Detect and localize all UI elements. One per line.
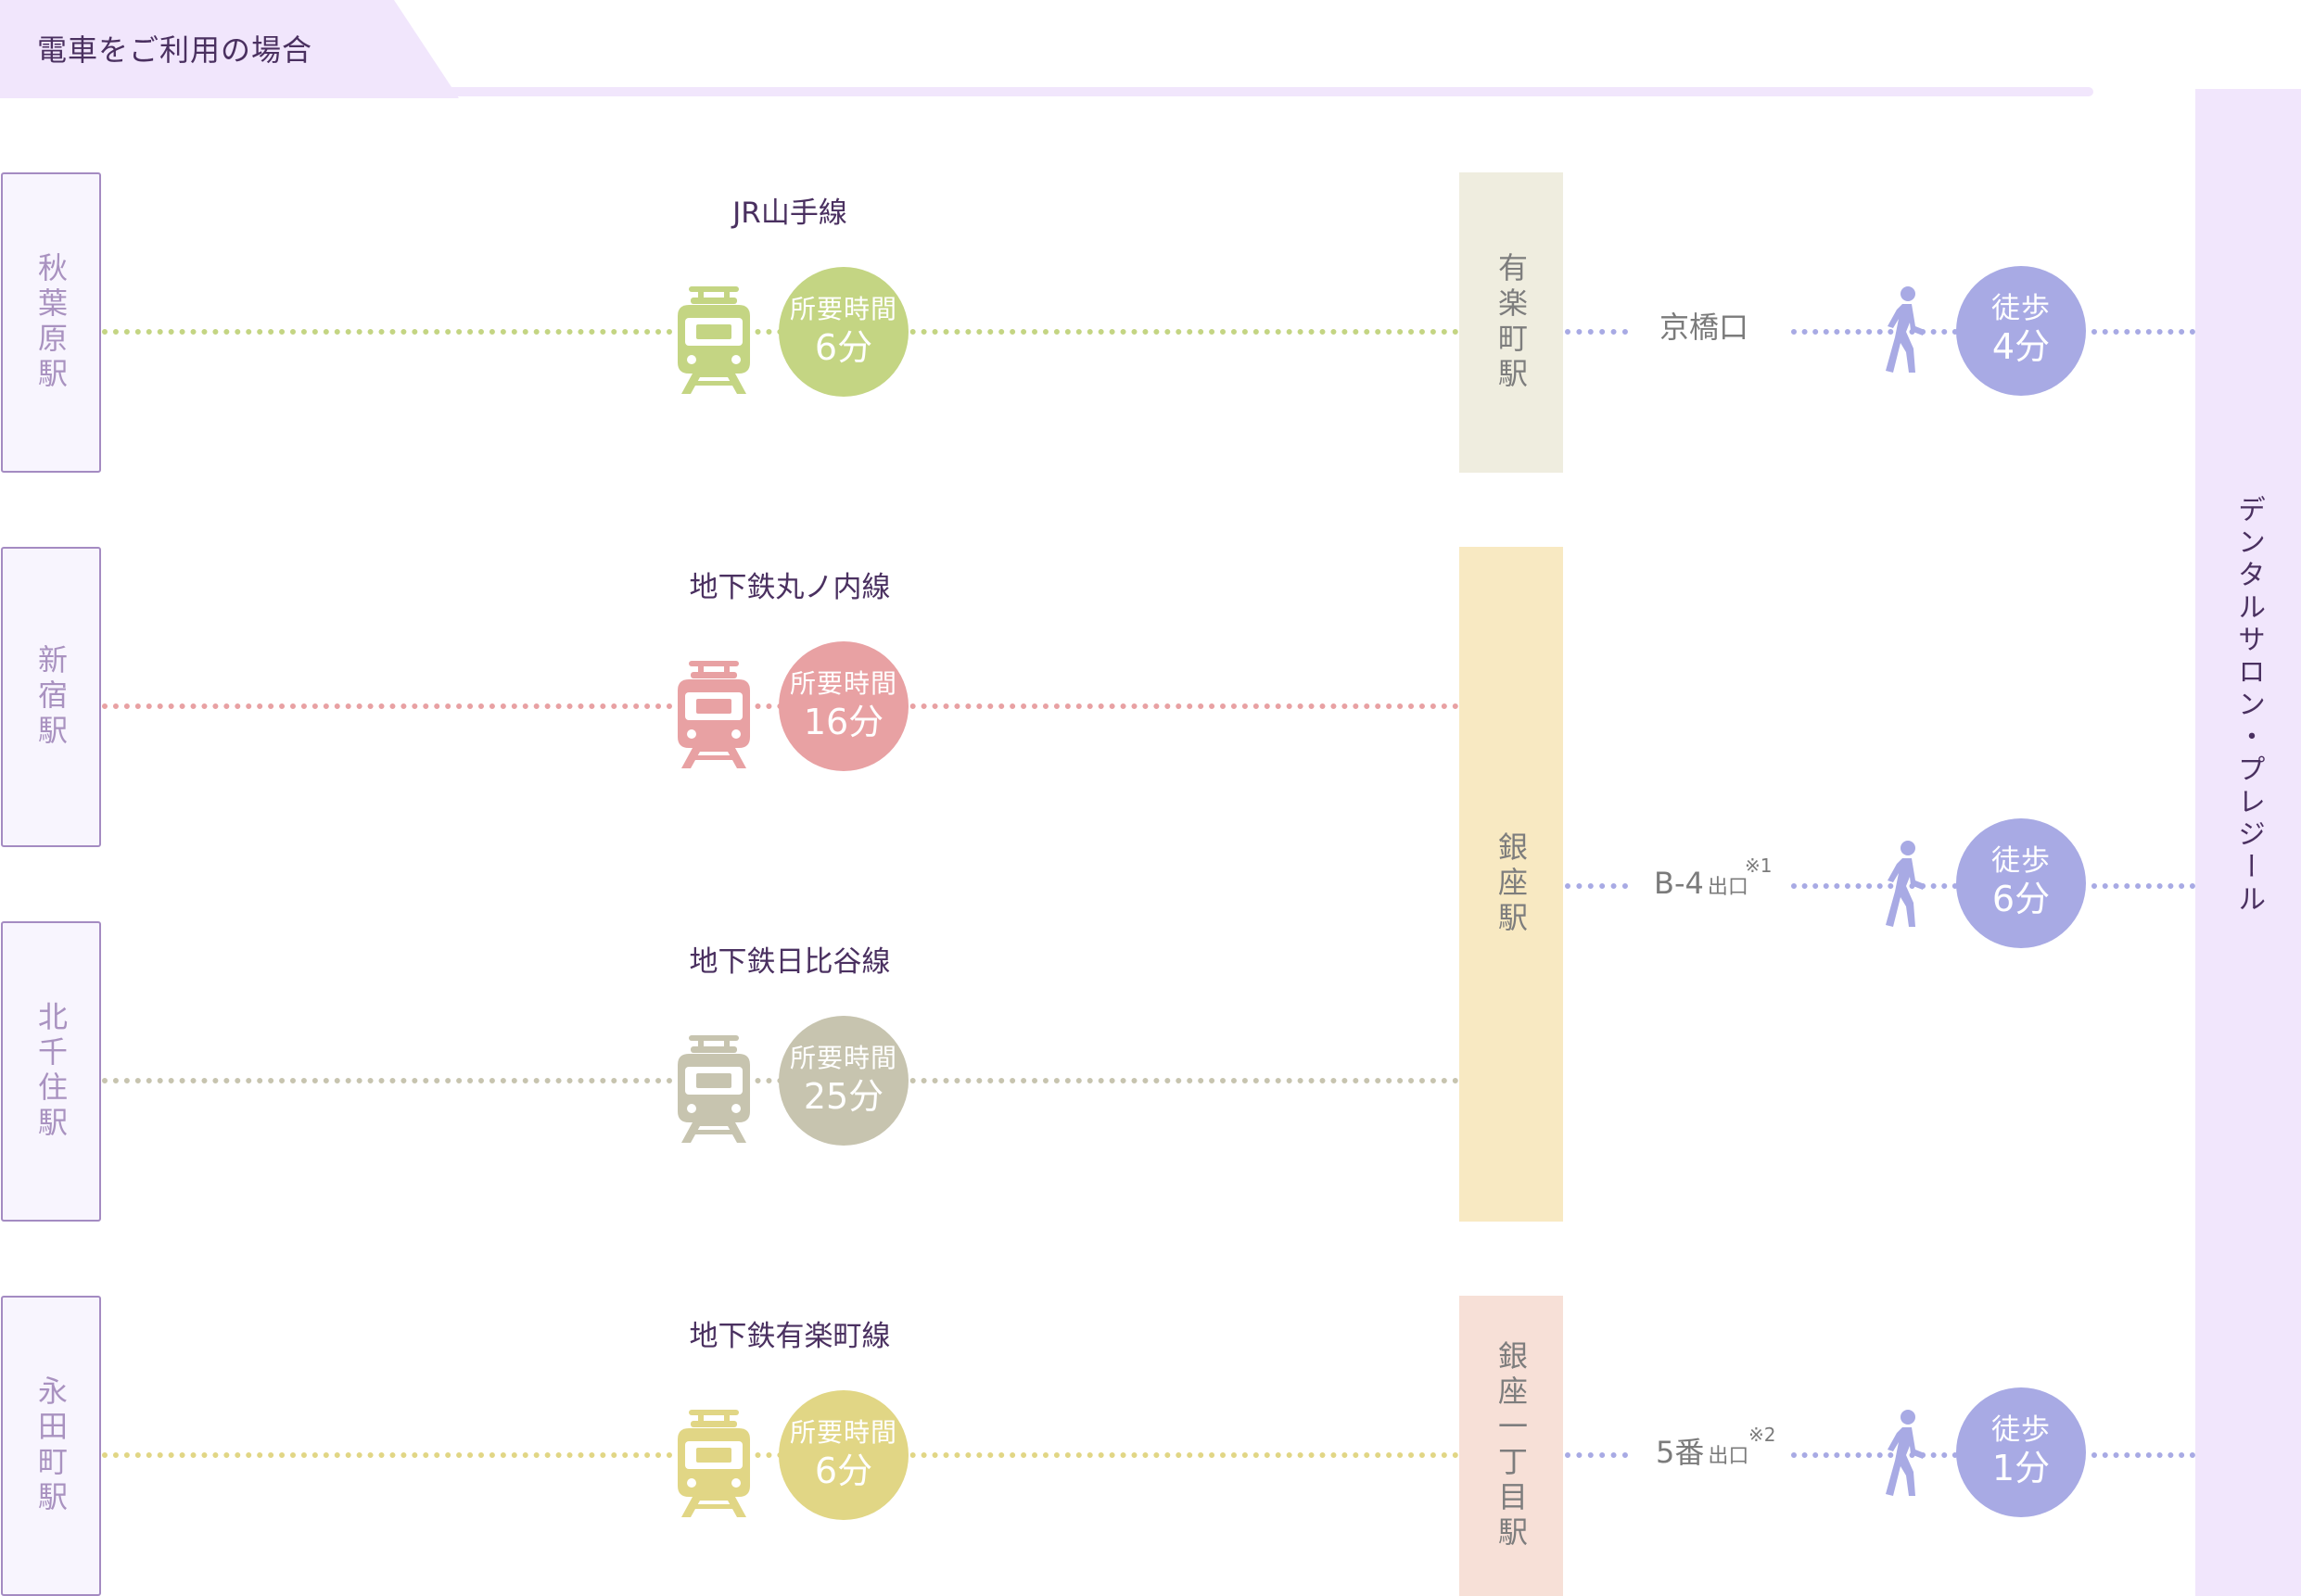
origin-station-nagatacho: 永田町駅 bbox=[1, 1296, 101, 1596]
header-title: 電車をご利用の場合 bbox=[37, 32, 313, 68]
transfer-station-yurakucho: 有楽町駅 bbox=[1459, 172, 1563, 473]
exit-suffix: 出口 bbox=[1707, 876, 1748, 899]
exit-label: 京橋口 bbox=[1659, 309, 1748, 346]
walk-time-value: 4分 bbox=[1991, 326, 2051, 367]
travel-time-badge: 所要時間 16分 bbox=[779, 641, 909, 771]
walk-time-badge: 徒歩 6分 bbox=[1956, 818, 2086, 948]
exit-label: 5番出口 bbox=[1656, 1434, 1748, 1476]
footnote-mark: ※1 bbox=[1745, 855, 1773, 877]
origin-label: 永田町駅 bbox=[33, 1375, 69, 1516]
travel-time-value: 16分 bbox=[803, 702, 884, 742]
travel-time-label: 所要時間 bbox=[789, 294, 897, 324]
walk-line bbox=[1791, 883, 1958, 889]
travel-time-label: 所要時間 bbox=[789, 1417, 897, 1448]
destination-bar: デンタルサロン・プレジール bbox=[2195, 89, 2301, 1596]
walking-person-icon bbox=[1880, 840, 1930, 929]
train-icon bbox=[676, 1033, 752, 1143]
walk-time-label: 徒歩 bbox=[1991, 292, 2051, 325]
walk-line bbox=[2091, 883, 2195, 889]
travel-time-label: 所要時間 bbox=[789, 668, 897, 699]
transfer-station-label: 銀座駅 bbox=[1494, 831, 1529, 937]
travel-time-badge: 所要時間 6分 bbox=[779, 1390, 909, 1520]
origin-station-akihabara: 秋葉原駅 bbox=[1, 172, 101, 473]
travel-time-value: 6分 bbox=[814, 1450, 873, 1491]
exit-suffix: 出口 bbox=[1708, 1445, 1749, 1468]
walk-line bbox=[1791, 1452, 1958, 1458]
line-name: 地下鉄日比谷線 bbox=[689, 945, 891, 979]
walk-line bbox=[1565, 329, 1628, 335]
header-rule bbox=[0, 87, 2093, 96]
walk-line bbox=[1565, 883, 1628, 889]
line-name: JR山手線 bbox=[732, 196, 847, 230]
line-name: 地下鉄丸ノ内線 bbox=[689, 571, 891, 604]
header-tab bbox=[0, 0, 459, 98]
train-icon bbox=[676, 285, 752, 394]
travel-time-badge: 所要時間 25分 bbox=[779, 1016, 909, 1146]
origin-label: 北千住駅 bbox=[33, 1001, 69, 1142]
train-icon bbox=[676, 1408, 752, 1517]
origin-label: 秋葉原駅 bbox=[33, 252, 69, 393]
walk-line bbox=[1791, 329, 1958, 335]
walk-time-label: 徒歩 bbox=[1991, 844, 2051, 878]
walk-time-value: 1分 bbox=[1991, 1448, 2051, 1488]
walk-line bbox=[2091, 1452, 2195, 1458]
walk-time-badge: 徒歩 4分 bbox=[1956, 266, 2086, 396]
travel-time-label: 所要時間 bbox=[789, 1043, 897, 1073]
walk-line bbox=[1565, 1452, 1628, 1458]
transfer-station-label: 銀座一丁目駅 bbox=[1494, 1340, 1529, 1552]
origin-station-shinjuku: 新宿駅 bbox=[1, 547, 101, 847]
transfer-station-ginza: 銀座駅 bbox=[1459, 547, 1563, 1222]
travel-time-badge: 所要時間 6分 bbox=[779, 267, 909, 397]
exit-name: 5番 bbox=[1656, 1435, 1705, 1470]
footnote-mark: ※2 bbox=[1748, 1424, 1776, 1446]
travel-time-value: 25分 bbox=[803, 1076, 884, 1117]
exit-name: B-4 bbox=[1654, 866, 1704, 901]
origin-label: 新宿駅 bbox=[33, 644, 69, 750]
exit-name: 京橋口 bbox=[1659, 310, 1749, 345]
walk-time-value: 6分 bbox=[1991, 879, 2051, 919]
walk-line bbox=[2091, 329, 2195, 335]
transfer-station-label: 有楽町駅 bbox=[1494, 252, 1529, 393]
transfer-station-ginza-itchome: 銀座一丁目駅 bbox=[1459, 1296, 1563, 1596]
origin-station-kitasenju: 北千住駅 bbox=[1, 921, 101, 1222]
walk-time-label: 徒歩 bbox=[1991, 1413, 2051, 1447]
destination-label: デンタルサロン・プレジール bbox=[2232, 495, 2265, 917]
walking-person-icon bbox=[1880, 285, 1930, 374]
walking-person-icon bbox=[1880, 1409, 1930, 1498]
line-name: 地下鉄有楽町線 bbox=[689, 1320, 891, 1353]
travel-time-value: 6分 bbox=[814, 327, 873, 368]
walk-time-badge: 徒歩 1分 bbox=[1956, 1387, 2086, 1517]
train-icon bbox=[676, 659, 752, 768]
